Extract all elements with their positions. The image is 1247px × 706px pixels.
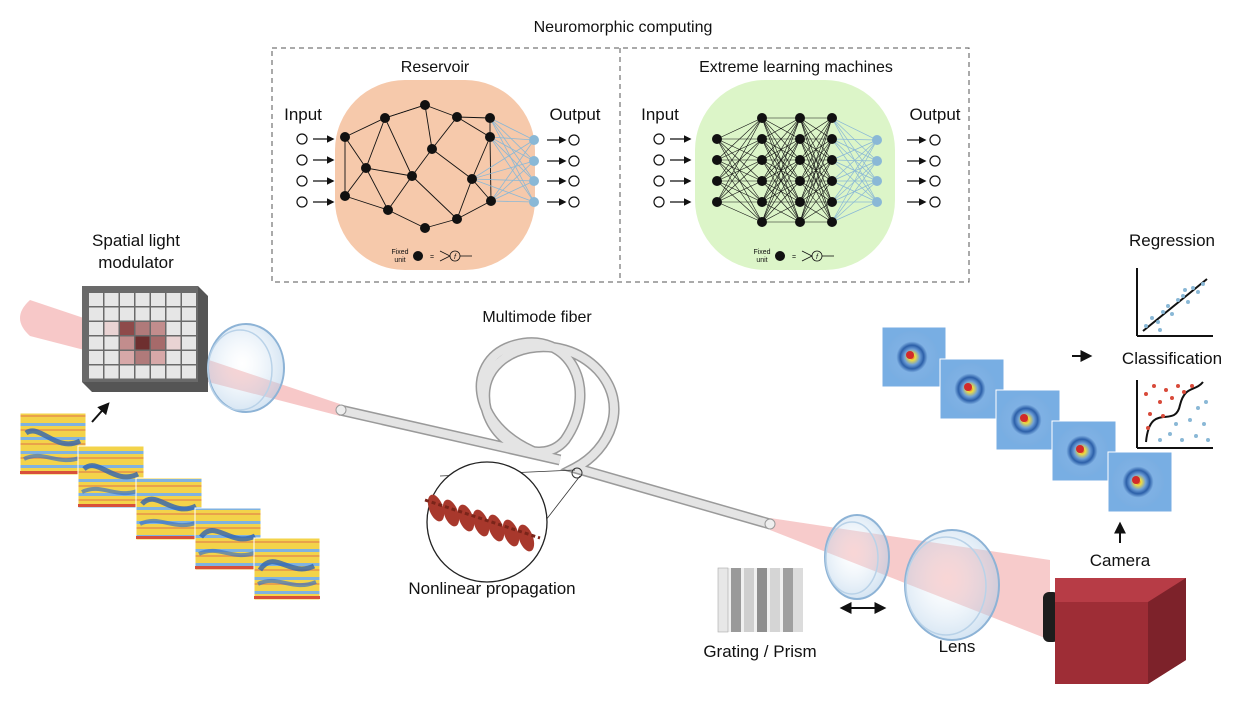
slm-label-line1: Spatial light <box>92 231 180 250</box>
multimode-fiber <box>335 337 776 530</box>
elm-input-circles <box>653 133 665 208</box>
svg-text:Fixed: Fixed <box>391 249 408 256</box>
regression-plot <box>1136 268 1213 337</box>
input-lens <box>207 323 285 413</box>
svg-text:=: = <box>792 254 796 261</box>
nonlinear-propagation-inset <box>424 461 583 583</box>
reservoir-nodes <box>340 100 496 233</box>
elm-output-circles <box>929 134 941 208</box>
reservoir-fixed-unit-legend: Fixed unit = f <box>391 249 472 264</box>
spatial-light-modulator <box>82 286 208 392</box>
input-spectrograms <box>19 412 321 601</box>
svg-text:f: f <box>816 254 819 261</box>
spectrogram-to-slm-arrow <box>91 402 110 423</box>
elm-input-arrows <box>670 135 692 206</box>
elm-blob <box>695 80 895 270</box>
camera <box>1043 578 1186 684</box>
elm-title: Extreme learning machines <box>699 59 893 76</box>
reservoir-edges <box>344 104 492 229</box>
elm-readout-edges <box>831 117 878 223</box>
reservoir-title: Reservoir <box>401 59 470 76</box>
speckle-images <box>881 326 1173 513</box>
fiber-label: Multimode fiber <box>482 309 592 326</box>
elm-output-label: Output <box>909 105 960 124</box>
grating-prism <box>717 567 803 633</box>
svg-text:unit: unit <box>394 257 405 264</box>
elm-input-label: Input <box>641 105 679 124</box>
reservoir-input-arrows <box>313 135 335 206</box>
reservoir-output-arrows <box>547 136 567 206</box>
output-lens-small <box>824 514 890 600</box>
nonlinear-label: Nonlinear propagation <box>408 579 575 598</box>
classification-plot <box>1136 380 1213 449</box>
camera-label: Camera <box>1090 551 1151 570</box>
elm-fixed-unit-legend: Fixed unit = f <box>753 249 834 264</box>
reservoir-input-label: Input <box>284 105 322 124</box>
regression-label: Regression <box>1129 231 1215 250</box>
elm-nodes <box>712 113 882 227</box>
page-title: Neuromorphic computing <box>534 19 713 36</box>
elm-hidden-edges <box>716 117 833 223</box>
elm-output-arrows <box>907 136 927 206</box>
classification-label: Classification <box>1122 349 1222 368</box>
svg-text:unit: unit <box>756 257 767 264</box>
svg-text:f: f <box>454 254 457 261</box>
elm-panel: Extreme learning machines Input Output F… <box>641 59 961 270</box>
reservoir-output-circles <box>568 134 580 208</box>
reservoir-output-label: Output <box>549 105 600 124</box>
lens-label: Lens <box>939 637 976 656</box>
svg-text:=: = <box>430 254 434 261</box>
grating-label: Grating / Prism <box>703 642 816 661</box>
reservoir-readout-edges <box>471 117 535 203</box>
output-lens-large <box>904 529 1000 641</box>
reservoir-output-nodes <box>529 135 539 207</box>
slm-label-line2: modulator <box>98 253 174 272</box>
reservoir-panel: Reservoir Input Output <box>284 59 601 270</box>
reservoir-blob <box>335 80 535 270</box>
neuromorphic-box <box>271 47 970 283</box>
reservoir-input-nodes <box>296 133 308 208</box>
svg-text:Fixed: Fixed <box>753 249 770 256</box>
